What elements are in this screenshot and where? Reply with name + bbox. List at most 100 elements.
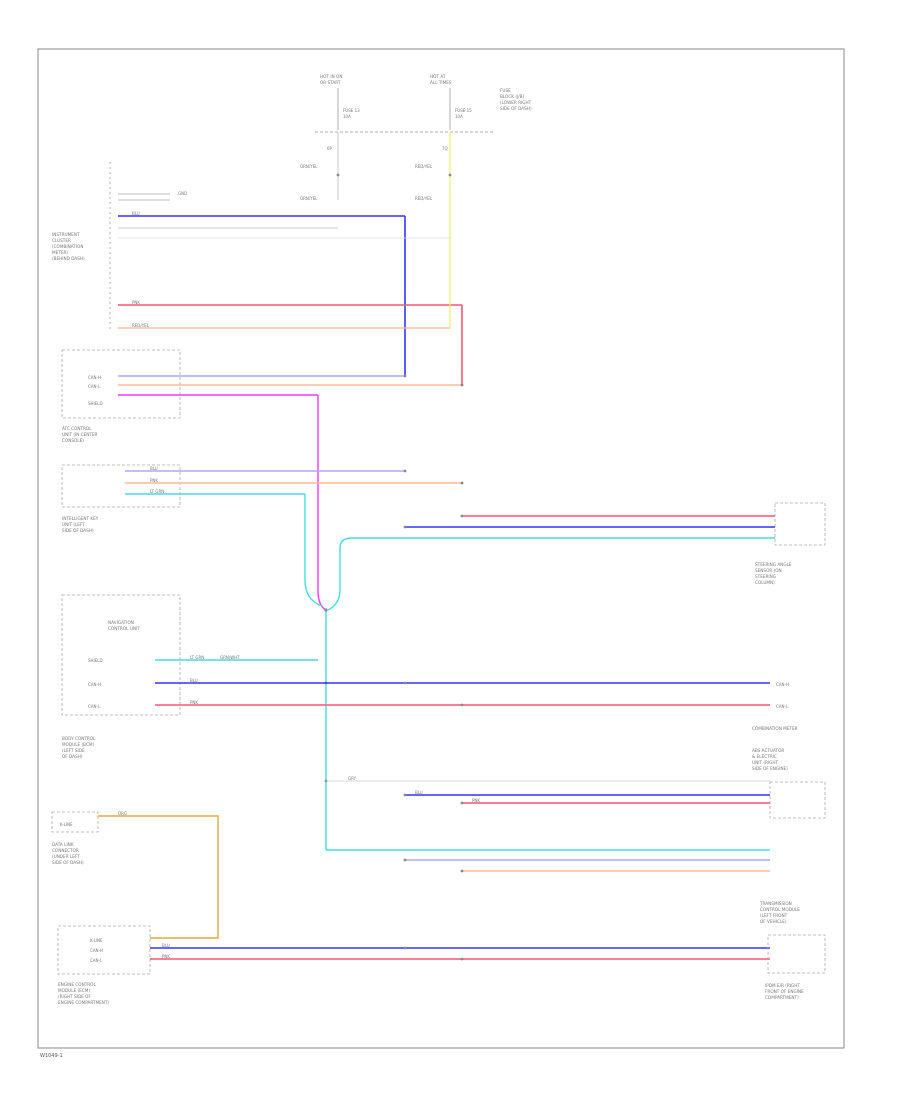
fuse-block-label-2: BLOCK (J/B): [500, 94, 525, 99]
dlc-wire-org: ORG: [118, 811, 127, 816]
diagram-reference: W1049-1: [40, 1053, 63, 1059]
atc-label-3: CONSOLE): [62, 438, 84, 443]
body-control-module: BODY CONTROL MODULE (BCM) (LEFT SIDE OF …: [62, 736, 96, 759]
fuse-pin-7q: 7Q: [442, 146, 448, 151]
ikey-wire-blu: BLU: [150, 466, 158, 471]
data-link-connector: DATA LINK CONNECTOR (UNDER LEFT SIDE OF …: [51, 811, 219, 939]
hot-at-all-label-1: HOT AT: [430, 74, 446, 79]
nav-wire-grn-wht: GRN/WHT: [220, 655, 240, 660]
power-supply: HOT IN ON OR START HOT AT ALL TIMES FUSE…: [300, 74, 532, 201]
nav-wire-pnk: PNK: [190, 700, 198, 705]
fuse-block-label-3: (LOWER RIGHT: [500, 100, 532, 105]
combination-meter-label-5: (BEHIND DASH): [52, 256, 85, 261]
ikey-label-2: UNIT (LEFT: [62, 522, 85, 527]
atc-can-h: CAN-H: [88, 375, 101, 380]
combination-meter-label-3: (COMBINATION: [52, 244, 83, 249]
combination-meter-label-4: METER): [52, 250, 68, 255]
fuse-block-label-4: SIDE OF DASH): [500, 106, 532, 111]
abs-label-3: UNIT (RIGHT: [752, 760, 778, 765]
abs-wire-gry: GRY: [348, 776, 357, 781]
abs-wire-blu: BLU: [415, 790, 423, 795]
ecm-can-h: CAN-H: [90, 948, 103, 953]
atc-label-1: ATC CONTROL: [62, 426, 92, 431]
bcm-label-3: (LEFT SIDE: [62, 748, 85, 753]
atc-control-unit: ATC CONTROL UNIT (IN CENTER CONSOLE) CAN…: [61, 349, 464, 611]
ecm-label-1: ENGINE CONTROL: [58, 982, 96, 987]
hot-in-on-label-1: HOT IN ON: [320, 74, 342, 79]
nav-label-2: CONTROL UNIT: [108, 626, 140, 631]
abs-wire-pnk: PNK: [472, 798, 480, 803]
nav-can-h: CAN-H: [88, 682, 101, 687]
combination-meter-label-2: CLUSTER: [52, 238, 71, 243]
sas-label-4: COLUMN): [755, 580, 775, 585]
fuse-block-label-1: FUSE: [500, 88, 511, 93]
combination-meter-right: COMBINATION METER CAN-H CAN-L: [752, 682, 798, 731]
meter-wire-blu: BLU: [132, 211, 140, 216]
atc-can-l: CAN-L: [88, 384, 101, 389]
abs-label-4: SIDE OF ENGINE): [752, 766, 788, 771]
ipdm-label-1: IPDM E/R (RIGHT: [765, 983, 800, 988]
fuse-15-rating: 10A: [455, 114, 463, 119]
nav-can-l: CAN-L: [88, 704, 101, 709]
ipdm-label-2: FRONT OF ENGINE: [765, 989, 804, 994]
hot-in-on-label-2: OR START: [320, 80, 341, 85]
tcm-label-2: CONTROL MODULE: [760, 907, 800, 912]
ecm-k-line: K-LINE: [90, 938, 103, 943]
tcm-label-1: TRANSMISSION: [759, 901, 792, 906]
ecm-label-3: (RIGHT SIDE OF: [58, 994, 91, 999]
transmission-control-module: TRANSMISSION CONTROL MODULE (LEFT FRONT …: [403, 858, 800, 924]
bcm-label-4: OF DASH): [62, 754, 83, 759]
ikey-label-3: SIDE OF DASH): [62, 528, 94, 533]
nav-label-1: NAVIGATION: [108, 620, 134, 625]
atc-shield: SHIELD: [88, 401, 103, 406]
ecm-label-4: ENGINE COMPARTMENT): [58, 1000, 109, 1005]
combination-meter-label-1: INSTRUMENT: [52, 232, 80, 237]
dlc-label-3: (UNDER LEFT: [52, 854, 80, 859]
bcm-label-1: BODY CONTROL: [62, 736, 96, 741]
abs-actuator-unit: ABS ACTUATOR & ELECTRIC UNIT (RIGHT SIDE…: [326, 748, 826, 819]
ipdm-label-3: COMPARTMENT): [765, 995, 799, 1000]
navigation-control-unit: NAVIGATION CONTROL UNIT SHIELD CAN-H CAN…: [61, 594, 770, 716]
wire-label-red-yel-1: RED/YEL: [415, 164, 433, 169]
ikey-wire-lgrn: LT GRN: [150, 489, 164, 494]
bcm-label-2: MODULE (BCM): [62, 742, 94, 747]
intelligent-key-unit: INTELLIGENT KEY UNIT (LEFT SIDE OF DASH)…: [61, 464, 464, 607]
nav-shield: SHIELD: [88, 658, 103, 663]
cm-can-h: CAN-H: [776, 682, 789, 687]
ikey-label-1: INTELLIGENT KEY: [62, 516, 99, 521]
cm-label: COMBINATION METER: [752, 726, 798, 731]
sas-label-3: STEERING: [755, 574, 776, 579]
sas-label-1: STEERING ANGLE: [755, 562, 792, 567]
combination-meter-connector: INSTRUMENT CLUSTER (COMBINATION METER) (…: [52, 162, 463, 385]
dlc-label-4: SIDE OF DASH): [52, 860, 84, 865]
ecm-wire-pnk: PNK: [162, 954, 170, 959]
ikey-wire-pnk: PNK: [150, 478, 158, 483]
fuse-13-rating: 10A: [343, 114, 351, 119]
abs-label-1: ABS ACTUATOR: [752, 748, 784, 753]
sas-label-2: SENSOR (ON: [755, 568, 782, 573]
diagram-frame: [37, 48, 845, 1049]
dlc-label-1: DATA LINK: [52, 842, 74, 847]
dlc-label-2: CONNECTOR: [52, 848, 79, 853]
fuse-pin-6p: 6P: [327, 146, 333, 151]
atc-label-2: UNIT (IN CENTER: [62, 432, 98, 437]
combination-meter-gnd: GND: [178, 191, 187, 196]
cm-can-l: CAN-L: [776, 704, 789, 709]
hot-at-all-label-2: ALL TIMES: [430, 80, 452, 85]
wire-label-orn-yel-2: ORN/YEL: [300, 196, 318, 201]
ecm-label-2: MODULE (ECM): [58, 988, 90, 993]
wire-label-red-yel-2: RED/YEL: [415, 196, 433, 201]
meter-wire-pnk: PNK: [132, 300, 140, 305]
engine-control-module: ENGINE CONTROL MODULE (ECM) (RIGHT SIDE …: [57, 925, 770, 1005]
fuse-15-label: FUSE 15: [455, 108, 472, 113]
nav-wire-lgrn: LT GRN: [190, 655, 204, 660]
wire-label-orn-yel-1: ORN/YEL: [300, 164, 318, 169]
steering-angle-sensor: STEERING ANGLE SENSOR (ON STEERING COLUM…: [327, 502, 826, 611]
tcm-label-3: (LEFT FRONT: [760, 913, 788, 918]
ecm-can-l: CAN-L: [90, 958, 103, 963]
abs-label-2: & ELECTRIC: [752, 754, 777, 759]
fuse-13-label: FUSE 13: [343, 108, 360, 113]
nav-wire-blu: BLU: [190, 678, 198, 683]
ecm-wire-blu: BLU: [162, 943, 170, 948]
